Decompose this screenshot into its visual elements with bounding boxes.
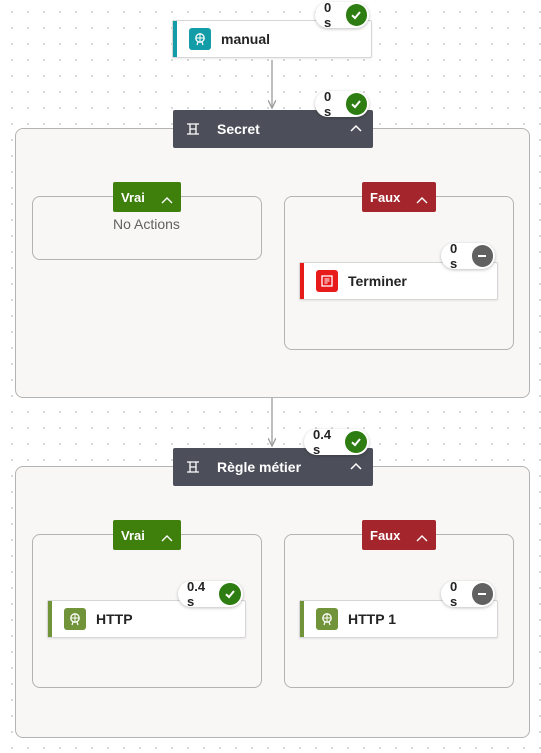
chevron-up-icon[interactable]: [416, 192, 428, 210]
condition-title: Secret: [217, 121, 260, 137]
succeeded-check-icon: [345, 93, 367, 115]
terminate-icon: [316, 270, 338, 292]
chevron-up-icon[interactable]: [349, 121, 363, 140]
action-title: manual: [221, 31, 271, 47]
duration-text: 0 s: [450, 579, 458, 609]
action-title: HTTP: [96, 611, 133, 627]
succeeded-check-icon: [345, 4, 367, 26]
branch-label-false[interactable]: Faux: [362, 520, 436, 550]
card-accent-bar: [173, 21, 177, 57]
run-duration-badge: 0 s: [315, 89, 369, 119]
action-title: HTTP 1: [348, 611, 396, 627]
run-duration-badge: 0.4 s: [178, 579, 243, 609]
condition-icon: [183, 457, 203, 477]
condition-header-regle-metier[interactable]: Règle métier: [173, 448, 373, 486]
http-globe-icon: [316, 608, 338, 630]
duration-text: 0.4 s: [313, 427, 332, 457]
skipped-minus-icon: [471, 583, 493, 605]
card-accent-bar: [48, 601, 52, 637]
chevron-up-icon[interactable]: [161, 192, 173, 210]
duration-text: 0 s: [324, 89, 332, 119]
succeeded-check-icon: [219, 583, 241, 605]
branch-title: Faux: [370, 527, 401, 543]
chevron-up-icon[interactable]: [416, 530, 428, 548]
run-duration-badge: 0 s: [441, 241, 495, 271]
duration-text: 0 s: [324, 0, 332, 30]
branch-title: Faux: [370, 189, 401, 205]
chevron-up-icon[interactable]: [161, 530, 173, 548]
condition-icon: [183, 119, 203, 139]
branch-title: Vrai: [121, 189, 145, 205]
http-globe-icon: [64, 608, 86, 630]
run-duration-badge: 0.4 s: [304, 427, 369, 457]
action-title: Terminer: [348, 273, 407, 289]
branch-label-false[interactable]: Faux: [362, 182, 436, 212]
duration-text: 0.4 s: [187, 579, 206, 609]
skipped-minus-icon: [471, 245, 493, 267]
condition-title: Règle métier: [217, 459, 302, 475]
branch-title: Vrai: [121, 527, 145, 543]
branch-label-true[interactable]: Vrai: [113, 520, 181, 550]
card-accent-bar: [300, 601, 304, 637]
run-duration-badge: 0 s: [315, 0, 369, 30]
succeeded-check-icon: [345, 431, 367, 453]
chevron-up-icon[interactable]: [349, 459, 363, 478]
run-duration-badge: 0 s: [441, 579, 495, 609]
request-trigger-icon: [189, 28, 211, 50]
branch-label-true[interactable]: Vrai: [113, 182, 181, 212]
no-actions-text: No Actions: [113, 216, 180, 232]
duration-text: 0 s: [450, 241, 458, 271]
card-accent-bar: [300, 263, 304, 299]
